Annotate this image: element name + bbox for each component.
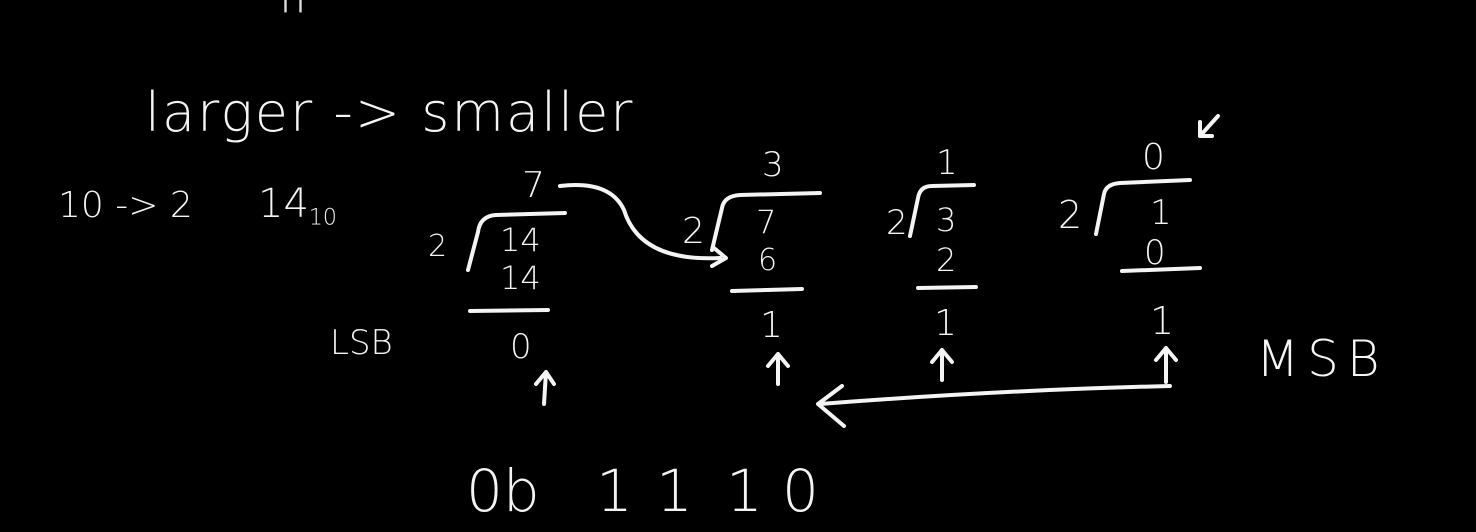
- division-2-bracket: [710, 191, 822, 252]
- division-2-underline: [730, 287, 804, 293]
- number-with-base: 1410: [258, 184, 337, 230]
- division-4-bracket: [1094, 178, 1192, 236]
- lsb-label: LSB: [330, 323, 393, 363]
- division-4-remainder: 1: [1150, 299, 1175, 343]
- up-arrow-2: [766, 352, 790, 386]
- up-arrow-1: [534, 370, 556, 406]
- division-2-remainder: 1: [760, 305, 783, 346]
- msb-label: MSB: [1256, 330, 1388, 388]
- pointer-arrow: [1198, 114, 1220, 138]
- base-change-text: 10 -> 2: [58, 185, 193, 226]
- up-arrow-3: [930, 348, 954, 382]
- quotient-carry-arrow: [558, 183, 722, 261]
- up-arrow-4: [1154, 346, 1178, 384]
- number-base-subscript: 10: [308, 205, 337, 231]
- quotient-carry-arrowhead: [710, 246, 728, 268]
- division-2-divisor: 2: [682, 211, 705, 252]
- read-direction-arrowhead: [816, 384, 846, 428]
- division-1-dividend: 14: [500, 221, 541, 259]
- binary-bit-2: 1: [656, 457, 693, 525]
- division-3-underline: [916, 285, 978, 290]
- division-4-dividend: 1: [1150, 193, 1172, 233]
- division-2-product: 6: [758, 243, 778, 278]
- division-1-bracket: [466, 211, 567, 272]
- division-1-remainder: 0: [510, 327, 532, 367]
- division-1-product: 14: [500, 259, 541, 297]
- division-3-divisor: 2: [886, 203, 908, 243]
- division-3-remainder: 1: [934, 303, 957, 344]
- binary-prefix: 0b: [466, 457, 540, 525]
- cropped-top-scribble: ∣∣: [278, 0, 308, 12]
- binary-bit-3: 1: [726, 457, 763, 525]
- division-3-quotient: 1: [936, 143, 958, 183]
- division-4-quotient: 0: [1142, 137, 1165, 178]
- division-2-dividend: 7: [756, 203, 777, 241]
- division-4-underline: [1120, 266, 1202, 273]
- division-3-product: 2: [936, 241, 957, 279]
- direction-text: larger -> smaller: [145, 81, 635, 144]
- division-3-bracket: [908, 183, 976, 238]
- number-main: 14: [258, 181, 309, 227]
- read-direction-arrow: [818, 384, 1172, 406]
- division-1-underline: [468, 308, 550, 313]
- division-1-divisor: 2: [428, 229, 448, 264]
- binary-bit-1: 1: [596, 457, 633, 525]
- division-4-product: 0: [1144, 233, 1166, 273]
- division-4-divisor: 2: [1058, 193, 1083, 237]
- division-2-quotient: 3: [762, 145, 784, 185]
- division-1-quotient: 7: [522, 165, 545, 206]
- binary-bit-4: 0: [782, 457, 819, 525]
- division-3-dividend: 3: [936, 201, 957, 239]
